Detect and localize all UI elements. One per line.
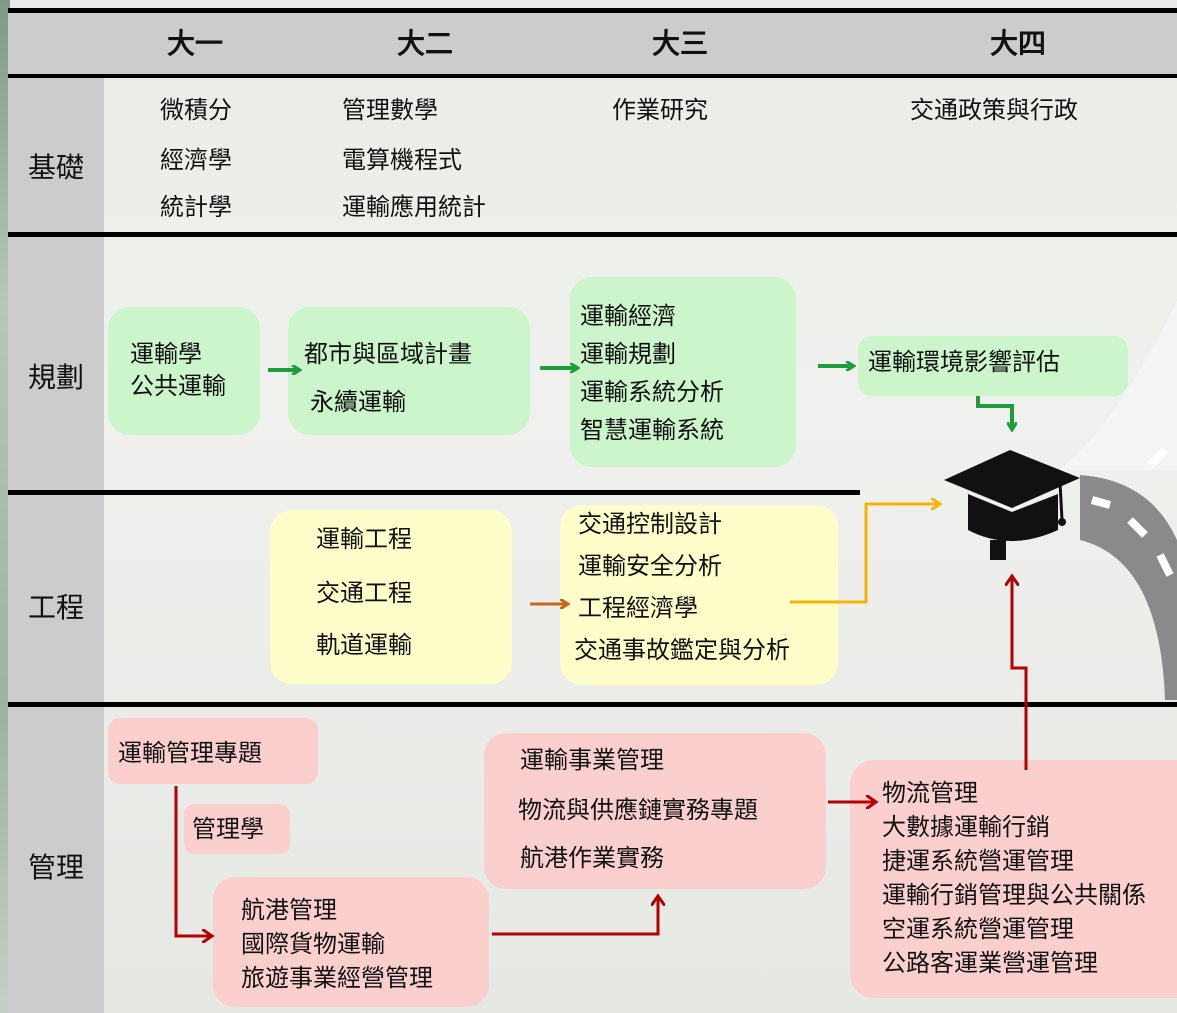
basic-course: 管理數學 xyxy=(342,96,438,124)
top-rule xyxy=(8,8,1177,13)
management-box-5: 物流管理 大數據運輸行銷 捷運系統營運管理 運輸行銷管理與公共關係 空運系統營運… xyxy=(850,760,1177,998)
course-label: 大數據運輸行銷 xyxy=(882,813,1050,841)
basic-course: 作業研究 xyxy=(612,96,708,124)
course-label: 運輸經濟 xyxy=(580,302,676,330)
course-label: 航港管理 xyxy=(241,896,337,924)
course-label: 國際貨物運輸 xyxy=(241,930,385,958)
course-label: 交通控制設計 xyxy=(578,510,722,538)
course-label: 軌道運輸 xyxy=(316,631,412,659)
arrow-green xyxy=(976,396,1012,428)
basic-course: 運輸應用統計 xyxy=(342,193,486,221)
category-engineering: 工程 xyxy=(27,591,84,624)
course-label: 運輸事業管理 xyxy=(520,746,664,774)
rule-engineering xyxy=(8,702,1177,707)
year-3-label: 大三 xyxy=(651,27,708,60)
category-planning: 規劃 xyxy=(27,361,84,394)
course-label: 航港作業實務 xyxy=(520,844,664,872)
arrow-yellow xyxy=(790,504,938,604)
course-label: 運輸行銷管理與公共關係 xyxy=(882,881,1146,909)
course-label: 交通事故鑑定與分析 xyxy=(574,636,790,664)
course-label: 物流管理 xyxy=(882,779,978,807)
management-box-3: 航港管理 國際貨物運輸 旅遊事業經營管理 xyxy=(213,877,489,1007)
planning-box-4: 運輸環境影響評估 xyxy=(858,336,1128,396)
engineering-box-1: 運輸工程 交通工程 軌道運輸 xyxy=(270,510,512,684)
rule-planning xyxy=(8,490,860,495)
course-label: 公路客運業營運管理 xyxy=(882,949,1098,977)
basic-course: 微積分 xyxy=(160,96,232,124)
rule-basic xyxy=(8,232,1177,237)
basic-course: 交通政策與行政 xyxy=(910,96,1078,124)
left-decor-strip xyxy=(0,0,10,1013)
planning-box-3: 運輸經濟 運輸規劃 運輸系統分析 智慧運輸系統 xyxy=(570,277,796,467)
course-label: 智慧運輸系統 xyxy=(580,416,724,444)
course-label: 運輸學 xyxy=(130,340,202,368)
course-label: 空運系統營運管理 xyxy=(882,915,1074,943)
graduation-cap-icon xyxy=(944,450,1080,560)
planning-box-2: 都市與區域計畫 永續運輸 xyxy=(288,307,530,435)
planning-box-1: 運輸學 公共運輸 xyxy=(108,307,260,435)
course-label: 捷運系統營運管理 xyxy=(882,847,1074,875)
course-label: 永續運輸 xyxy=(310,388,406,416)
course-label: 公共運輸 xyxy=(130,372,226,400)
course-label: 都市與區域計畫 xyxy=(304,340,472,368)
course-label: 運輸規劃 xyxy=(580,340,676,368)
management-box-1: 運輸管理專題 xyxy=(108,718,318,784)
year-4-label: 大四 xyxy=(989,27,1046,60)
arrow-red xyxy=(492,898,658,936)
header-rule xyxy=(8,74,1177,78)
arrow-red xyxy=(1012,578,1028,770)
course-label: 運輸管理專題 xyxy=(118,739,262,767)
management-box-2: 管理學 xyxy=(184,804,290,854)
basic-course: 經濟學 xyxy=(160,146,232,174)
course-label: 運輸系統分析 xyxy=(580,378,724,406)
management-box-4: 運輸事業管理 物流與供應鏈實務專題 航港作業實務 xyxy=(484,733,826,889)
engineering-box-2: 交通控制設計 運輸安全分析 工程經濟學 交通事故鑑定與分析 xyxy=(560,505,838,685)
course-label: 運輸環境影響評估 xyxy=(868,348,1060,376)
course-label: 物流與供應鏈實務專題 xyxy=(518,796,758,824)
arrow-red xyxy=(174,786,210,936)
course-label: 旅遊事業經營管理 xyxy=(241,964,433,992)
course-label: 交通工程 xyxy=(316,579,412,607)
basic-course: 電算機程式 xyxy=(342,146,462,174)
course-label: 運輸工程 xyxy=(316,525,412,553)
course-label: 工程經濟學 xyxy=(578,594,698,622)
year-2-label: 大二 xyxy=(396,27,453,60)
course-label: 運輸安全分析 xyxy=(578,552,722,580)
year-header xyxy=(8,12,1177,76)
category-basic: 基礎 xyxy=(27,151,84,184)
category-management: 管理 xyxy=(27,851,84,884)
course-label: 管理學 xyxy=(192,815,264,843)
basic-course: 統計學 xyxy=(160,193,232,221)
year-1-label: 大一 xyxy=(166,27,223,60)
